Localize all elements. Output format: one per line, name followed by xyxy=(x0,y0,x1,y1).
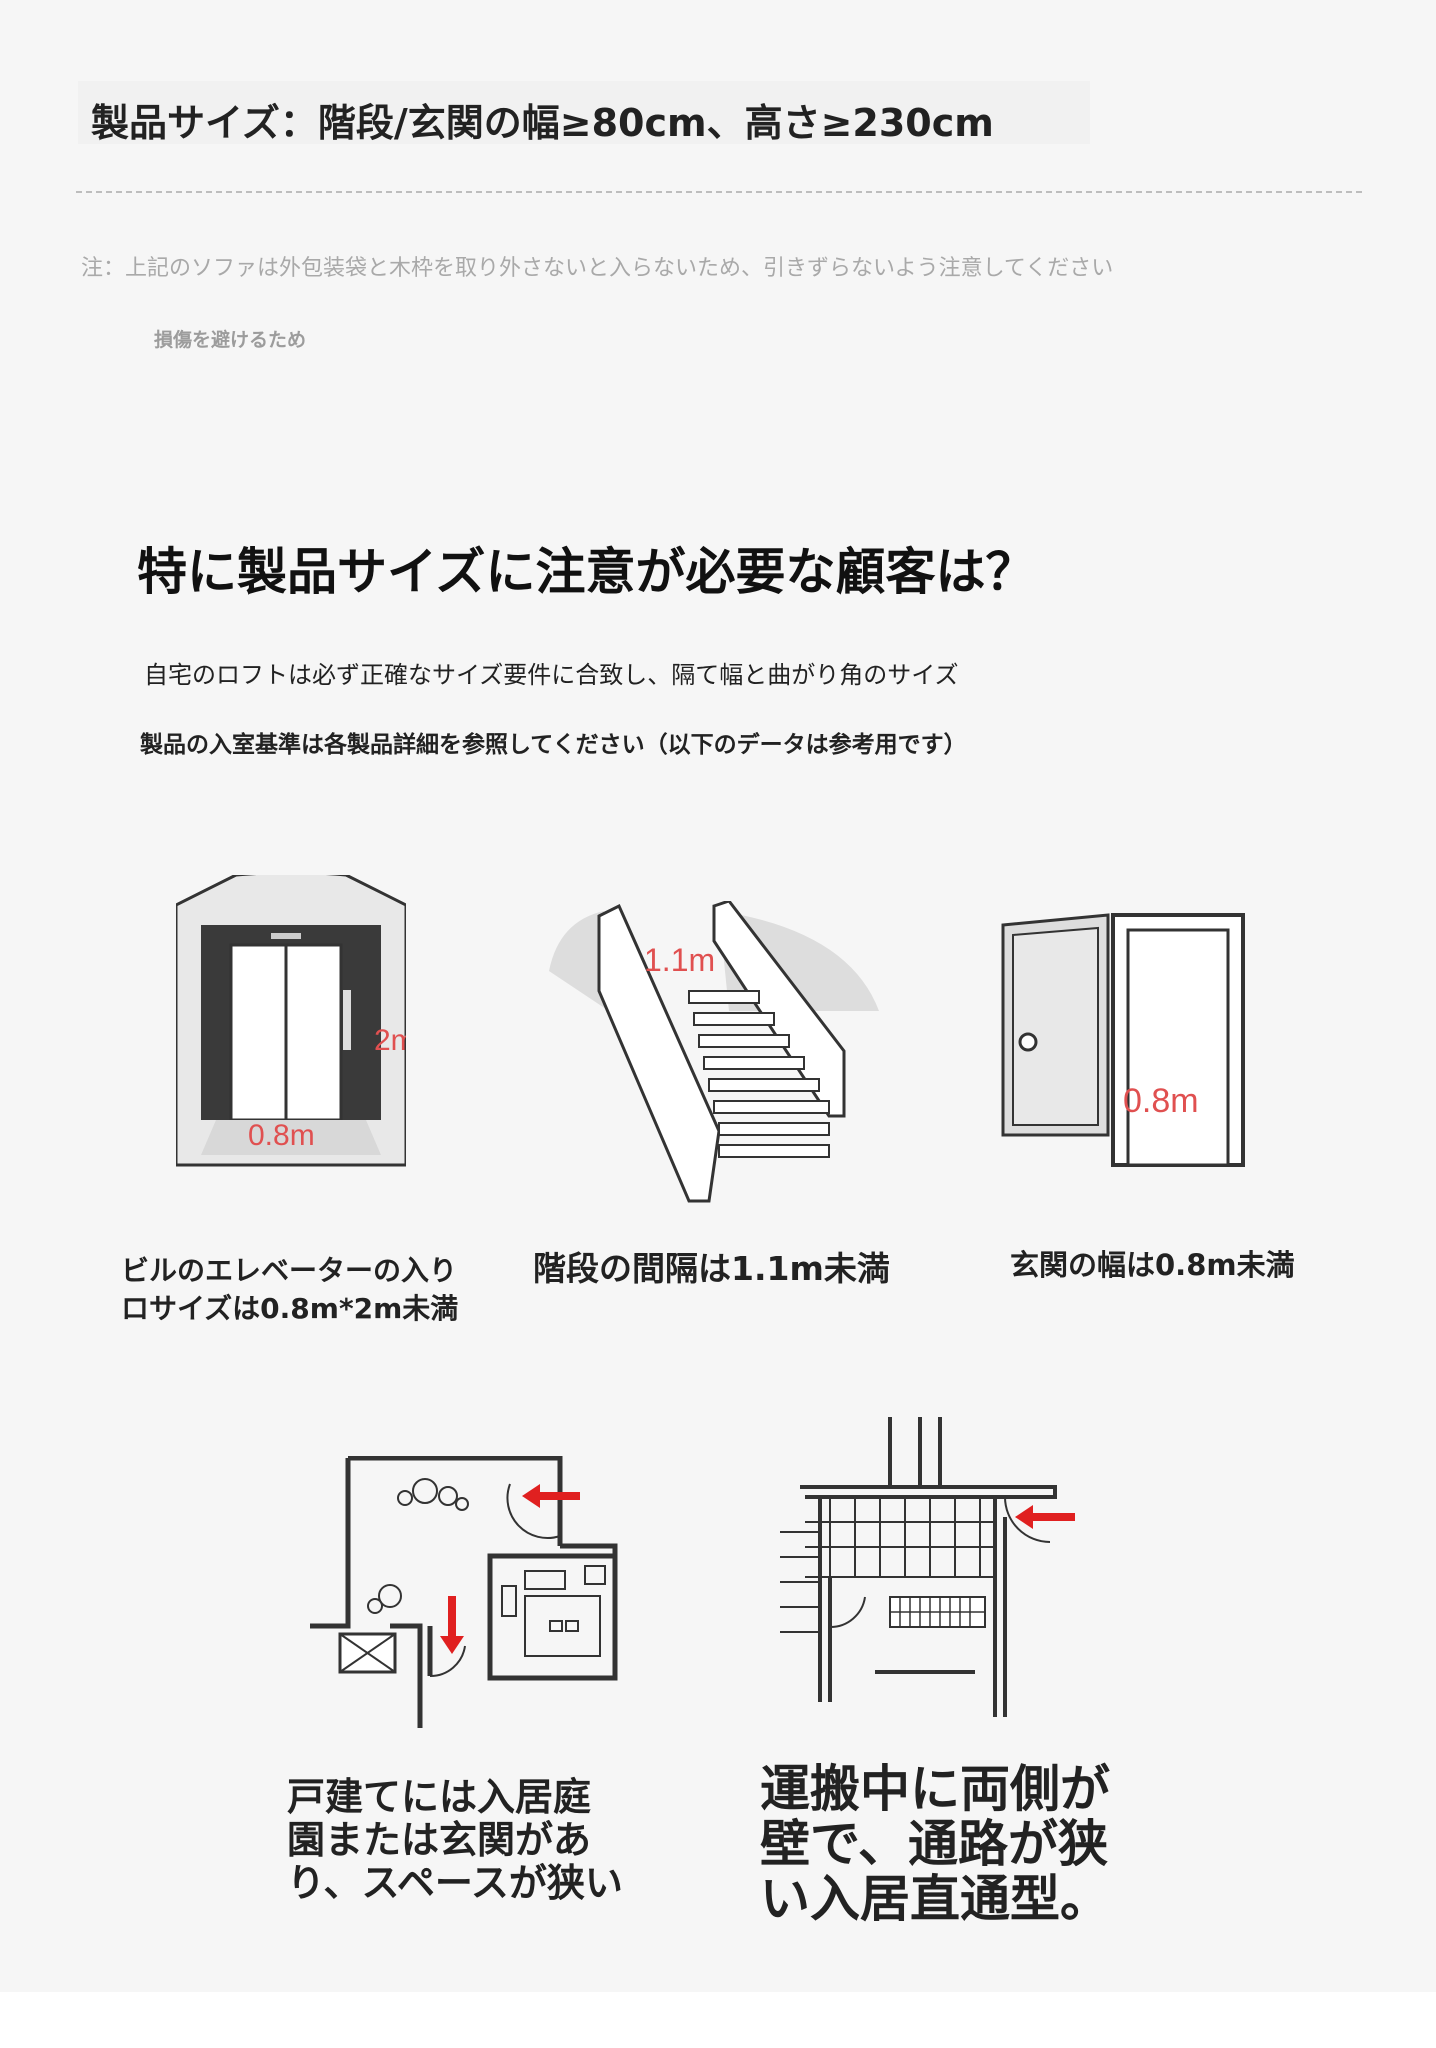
note-text: 注：上記のソファは外包装袋と木枠を取り外さないと入らないため、引きずらないよう注… xyxy=(81,256,1114,281)
dashed-divider xyxy=(76,191,1362,193)
product-size-title: 製品サイズ：階段/玄関の幅≥80cm、高さ≥230cm xyxy=(91,101,994,145)
stairs-width-label: 1.1m xyxy=(644,942,715,978)
elevator-caption: ビルのエレベーターの入り ロサイズは0.8m*2m未満 xyxy=(121,1252,458,1328)
stairs-illustration: 1.1m xyxy=(549,901,879,1203)
corridor-caption-line-2: 壁で、通路が狭 xyxy=(760,1815,1108,1873)
door-caption: 玄関の幅は0.8m未満 xyxy=(1010,1248,1295,1282)
house-caption: 戸建てには入居庭 園または玄関があ り、スペースが狭い xyxy=(287,1776,623,1905)
footer-strip xyxy=(0,1992,1436,2048)
corridor-caption-line-3: い入居直通型。 xyxy=(760,1870,1110,1928)
door-width-label: 0.8m xyxy=(1123,1082,1199,1120)
door-illustration: 0.8m xyxy=(1001,913,1245,1167)
stairs-caption: 階段の間隔は1.1m未満 xyxy=(533,1249,890,1288)
elevator-height-label: 2m xyxy=(374,1024,406,1057)
elevator-caption-line-2: ロサイズは0.8m*2m未満 xyxy=(121,1292,459,1325)
corridor-caption: 運搬中に両側が 壁で、通路が狭 い入居直通型。 xyxy=(760,1762,1110,1927)
elevator-illustration: 2m 0.8m xyxy=(176,875,406,1167)
corridor-caption-line-1: 運搬中に両側が xyxy=(760,1760,1110,1818)
house-floorplan-illustration xyxy=(310,1456,618,1728)
section-subtext-1: 自宅のロフトは必ず正確なサイズ要件に合致し、隔て幅と曲がり角のサイズ xyxy=(144,661,959,689)
elevator-width-label: 0.8m xyxy=(248,1119,315,1152)
house-caption-line-3: り、スペースが狭い xyxy=(287,1861,623,1905)
house-caption-line-2: 園または玄関があ xyxy=(287,1818,592,1862)
section-subtext-2: 製品の入室基準は各製品詳細を参照してください（以下のデータは参考用です） xyxy=(140,732,967,758)
title-background xyxy=(78,81,1090,144)
house-caption-line-1: 戸建てには入居庭 xyxy=(287,1775,592,1819)
corridor-floorplan-illustration xyxy=(780,1417,1075,1717)
section-heading: 特に製品サイズに注意が必要な顧客は？ xyxy=(137,543,1036,601)
note-text-continued: 損傷を避けるため xyxy=(154,329,307,351)
elevator-caption-line-1: ビルのエレベーターの入り xyxy=(121,1254,458,1287)
